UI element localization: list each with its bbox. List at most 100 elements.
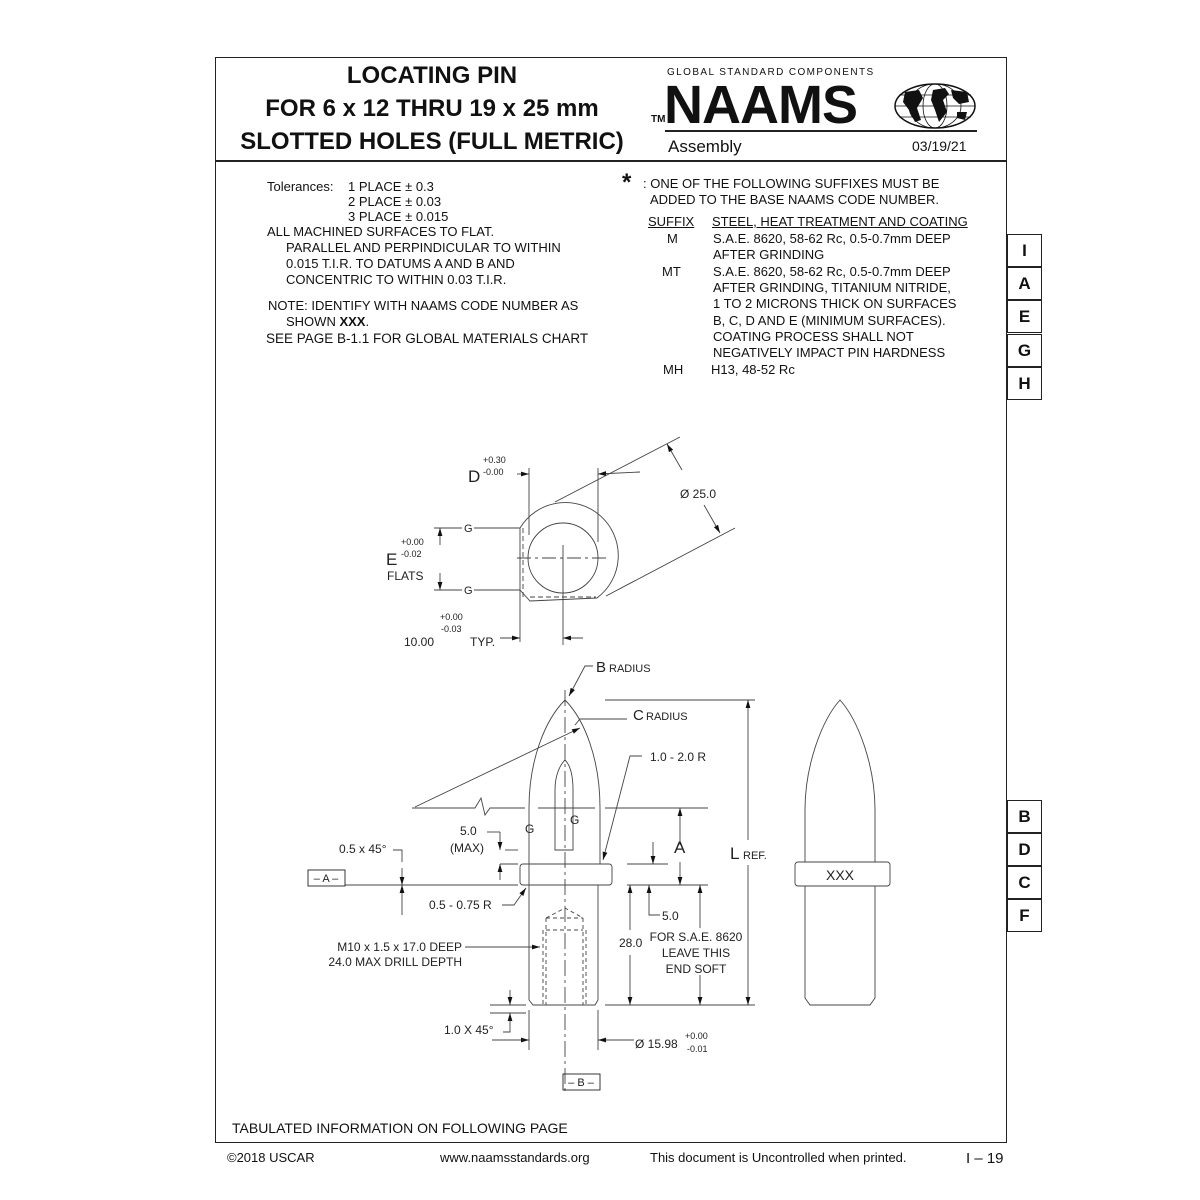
identify-note-1: NOTE: IDENTIFY WITH NAAMS CODE NUMBER AS xyxy=(268,298,579,313)
c-radius-label: RADIUS xyxy=(646,711,688,723)
section-tab-d[interactable]: D xyxy=(1007,833,1042,866)
tolerances-label: Tolerances: xyxy=(267,179,334,194)
dim-width-value: 10.00 xyxy=(404,635,434,649)
suffix-mh-desc: H13, 48-52 Rc xyxy=(711,362,795,377)
suffix-column-header: SUFFIX xyxy=(648,214,695,229)
suffix-mt-desc-5: COATING PROCESS SHALL NOT xyxy=(713,329,914,344)
dim-a-label: A xyxy=(674,838,686,857)
thread-note-2: 24.0 MAX DRILL DEPTH xyxy=(328,955,462,969)
suffix-mt-desc-4: B, C, D AND E (MINIMUM SURFACES). xyxy=(713,313,946,328)
section-tab-c[interactable]: C xyxy=(1007,866,1042,899)
dim-dia-25: Ø 25.0 xyxy=(680,487,716,501)
dim-dia-tol-plus: +0.00 xyxy=(685,1031,708,1041)
suffix-mt-desc-3: 1 TO 2 MICRONS THICK ON SURFACES xyxy=(713,296,957,311)
dim-28-label: 28.0 xyxy=(619,936,643,950)
dim-e-tol-plus: +0.00 xyxy=(401,537,424,547)
uncontrolled-note: This document is Uncontrolled when print… xyxy=(650,1150,907,1165)
globe-icon xyxy=(894,83,976,129)
brand-tagline: GLOBAL STANDARD COMPONENTS xyxy=(667,67,875,78)
suffix-mt-desc-6: NEGATIVELY IMPACT PIN HARDNESS xyxy=(713,345,946,360)
asterisk: * xyxy=(622,169,632,196)
machined-note-4: CONCENTRIC TO WITHIN 0.03 T.I.R. xyxy=(286,272,507,287)
thread-note-1: M10 x 1.5 x 17.0 DEEP xyxy=(337,940,462,954)
section-tab-e[interactable]: E xyxy=(1007,300,1042,333)
soft-note-1: FOR S.A.E. 8620 xyxy=(650,930,743,944)
pin-end-view xyxy=(794,699,891,1006)
section-tab-g[interactable]: G xyxy=(1007,334,1042,367)
dim-dia-1598: Ø 15.98 xyxy=(635,1037,678,1051)
trademark: TM xyxy=(651,114,666,125)
materials-note: SEE PAGE B-1.1 FOR GLOBAL MATERIALS CHAR… xyxy=(266,331,589,346)
fillet-05-label: 0.5 - 0.75 R xyxy=(429,898,492,912)
section-tab-a[interactable]: A xyxy=(1007,267,1042,300)
b-radius-label: RADIUS xyxy=(609,663,651,675)
revision-date: 03/19/21 xyxy=(912,138,967,154)
page-number: I – 19 xyxy=(966,1150,1004,1167)
machined-note-2: PARALLEL AND PERPINDICULAR TO WITHIN xyxy=(286,240,561,255)
fillet-radius: 1.0 - 2.0 R xyxy=(650,750,706,764)
dim-max-label: (MAX) xyxy=(450,841,484,855)
suffix-m-desc-2: AFTER GRINDING xyxy=(713,247,825,262)
soft-note-2: LEAVE THIS xyxy=(662,946,730,960)
dim-l-label: L xyxy=(730,844,739,863)
dim-width-tol-minus: -0.03 xyxy=(441,624,462,634)
dim-max-value: 5.0 xyxy=(460,824,477,838)
soft-note-3: END SOFT xyxy=(666,962,727,976)
dim-dia-tol-minus: -0.01 xyxy=(687,1044,708,1054)
flat-g-bottom: G xyxy=(464,585,473,597)
title-line-2: FOR 6 x 12 THRU 19 x 25 mm xyxy=(265,95,599,122)
chamfer-05-label: 0.5 x 45° xyxy=(339,842,387,856)
description-column-header: STEEL, HEAT TREATMENT AND COATING xyxy=(712,214,968,229)
suffix-m-desc-1: S.A.E. 8620, 58-62 Rc, 0.5-0.7mm DEEP xyxy=(713,231,951,246)
tolerance-2: 2 PLACE ± 0.03 xyxy=(348,194,442,209)
identify-code: XXX xyxy=(339,314,366,329)
category: Assembly xyxy=(668,137,742,156)
section-tab-b[interactable]: B xyxy=(1007,800,1042,833)
suffix-intro-1: : ONE OF THE FOLLOWING SUFFIXES MUST BE xyxy=(643,176,940,191)
section-tab-f[interactable]: F xyxy=(1007,899,1042,932)
title-line-1: LOCATING PIN xyxy=(346,62,518,89)
machined-note-1: ALL MACHINED SURFACES TO FLAT. xyxy=(267,224,495,239)
suffix-mt-desc-2: AFTER GRINDING, TITANIUM NITRIDE, xyxy=(713,280,951,295)
website-link[interactable]: www.naamsstandards.org xyxy=(440,1150,590,1165)
copyright: ©2018 USCAR xyxy=(227,1150,315,1165)
section-tab-h[interactable]: H xyxy=(1007,367,1042,400)
page-frame xyxy=(215,57,1007,1143)
typ-label: TYP. xyxy=(470,635,495,649)
tabulated-note: TABULATED INFORMATION ON FOLLOWING PAGE xyxy=(232,1120,568,1136)
suffix-m: M xyxy=(667,231,678,246)
dim-5-label: 5.0 xyxy=(662,909,679,923)
dim-d-tol-plus: +0.30 xyxy=(483,455,506,465)
title-line-3: SLOTTED HOLES (FULL METRIC) xyxy=(240,128,624,155)
identify-period: . xyxy=(365,314,370,329)
machined-note-3: 0.015 T.I.R. TO DATUMS A AND B AND xyxy=(286,256,515,271)
suffix-mt: MT xyxy=(662,264,681,279)
suffix-mh: MH xyxy=(663,362,684,377)
datum-a: – A – xyxy=(314,873,339,885)
suffix-intro-2: ADDED TO THE BASE NAAMS CODE NUMBER. xyxy=(650,192,939,207)
header-divider xyxy=(215,160,1007,162)
dim-d-label: D xyxy=(468,467,480,486)
naams-logo: NAAMS xyxy=(664,75,858,135)
marking-code: XXX xyxy=(826,867,855,883)
side-view xyxy=(307,665,755,1095)
dim-d-tol-minus: -0.00 xyxy=(483,467,504,477)
identify-note-2: SHOWN XXX. xyxy=(286,314,369,329)
dim-e-label: E xyxy=(386,550,397,569)
datum-b: – B – xyxy=(568,1077,595,1089)
section-tab-i[interactable]: I xyxy=(1007,234,1042,267)
flat-g-top: G xyxy=(464,523,473,535)
c-radius-letter: C xyxy=(633,707,644,724)
dim-width-tol-plus: +0.00 xyxy=(440,612,463,622)
dim-e-tol-minus: -0.02 xyxy=(401,549,422,559)
suffix-mt-desc-1: S.A.E. 8620, 58-62 Rc, 0.5-0.7mm DEEP xyxy=(713,264,951,279)
body-g-slot: G xyxy=(570,813,579,827)
b-radius-letter: B xyxy=(596,659,606,676)
tolerance-3: 3 PLACE ± 0.015 xyxy=(348,209,449,224)
chamfer-10-label: 1.0 X 45° xyxy=(444,1023,494,1037)
body-g-left: G xyxy=(525,822,534,836)
flats-label: FLATS xyxy=(387,569,423,583)
identify-shown: SHOWN xyxy=(286,314,336,329)
dim-l-ref: REF. xyxy=(743,850,767,862)
